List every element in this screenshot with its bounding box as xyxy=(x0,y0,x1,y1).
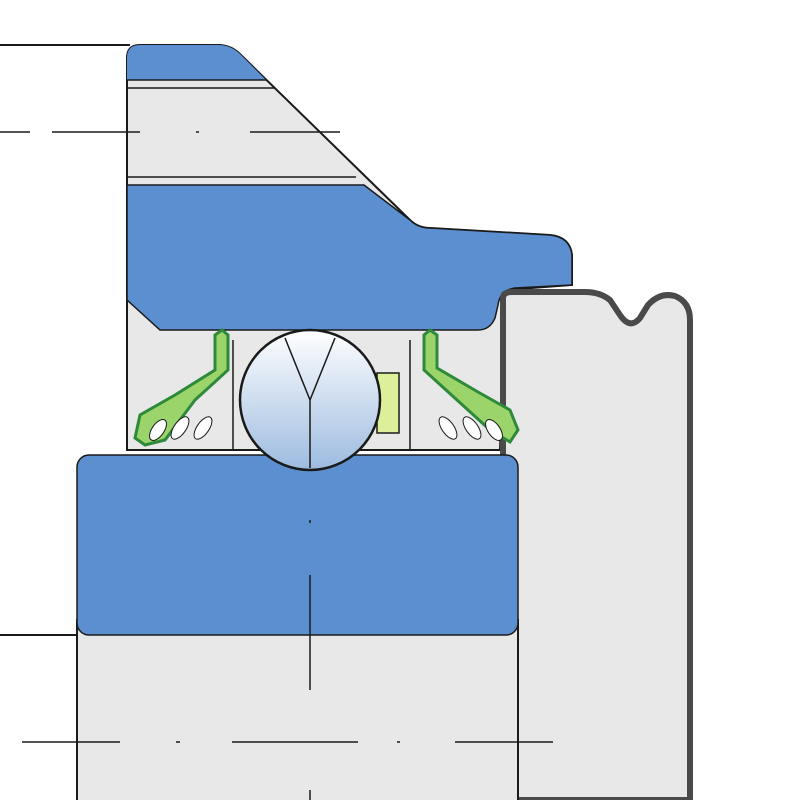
right-seal xyxy=(409,328,520,450)
shaft-section xyxy=(76,619,519,800)
left-seal xyxy=(133,328,234,450)
inner-ring xyxy=(76,454,519,636)
outer-ring-top-section xyxy=(127,45,266,80)
ball xyxy=(238,328,382,472)
outer-ring xyxy=(126,184,573,331)
centerlines xyxy=(0,131,553,800)
mounting-plate xyxy=(500,289,693,800)
